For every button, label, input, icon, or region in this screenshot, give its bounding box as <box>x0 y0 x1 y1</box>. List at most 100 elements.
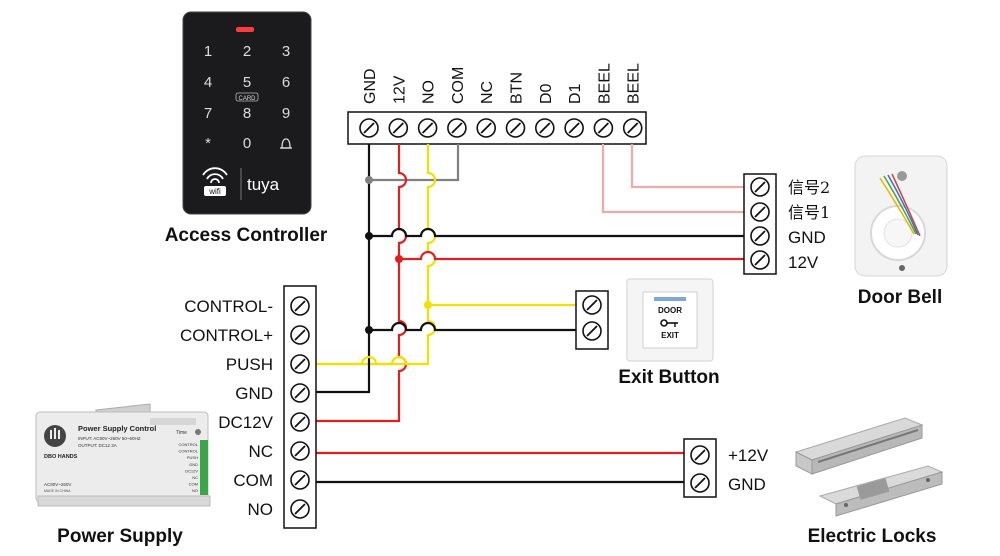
key-7[interactable]: 7 <box>204 105 212 122</box>
junction-12v-bell <box>395 255 403 263</box>
top-terminal-label-d1: D1 <box>567 83 584 104</box>
psu-side-label: NC <box>192 475 198 480</box>
wire-bell-12v-red <box>399 250 760 261</box>
doorbell-screw-4 <box>750 250 770 270</box>
wire-exit-gnd-black <box>369 321 591 332</box>
wire-gnd-black <box>294 144 371 394</box>
doorbell-term-signal1: 信号1 <box>788 203 830 222</box>
brand-logo: tuya <box>247 175 280 194</box>
junction-gnd-bell <box>365 232 373 240</box>
psu-made: MADE IN CHINA <box>44 489 71 493</box>
wire-beel1-pink <box>601 144 760 214</box>
left-terminal-screw-5 <box>290 412 310 432</box>
top-terminal-label-btn: BTN <box>509 72 526 104</box>
psu-side-label: CONTROL <box>178 442 198 447</box>
key-2[interactable]: 2 <box>243 43 251 60</box>
wires <box>294 144 760 484</box>
doorbell-term-signal2: 信号2 <box>788 178 830 197</box>
left-terminal-label-push: PUSH <box>226 355 273 374</box>
top-terminal-screw-1 <box>359 118 379 138</box>
psu-output: OUTPUT: DC12 3A <box>78 443 117 448</box>
wifi-icon <box>202 167 228 196</box>
locks-caption: Electric Locks <box>808 526 937 547</box>
lock-term-12v: +12V <box>728 446 769 465</box>
key-8[interactable]: 8 <box>243 105 251 122</box>
wire-beel2-pink <box>630 144 760 189</box>
bell-icon[interactable] <box>280 138 292 149</box>
exit-button-device[interactable]: DOOR EXIT <box>626 278 714 362</box>
magnetic-lock <box>794 417 924 475</box>
left-terminal-label-control-: CONTROL+ <box>180 326 273 345</box>
psu-side-label: NO <box>192 488 198 493</box>
junction-gnd-exit <box>365 326 373 334</box>
key-6[interactable]: 6 <box>282 74 290 91</box>
left-terminal-screw-1 <box>290 296 310 316</box>
top-terminal-screw-5 <box>476 118 497 138</box>
exit-screw-1 <box>582 295 602 315</box>
doorbell-term-gnd: GND <box>788 228 826 247</box>
controller-body <box>182 11 312 215</box>
lock-screw-1 <box>690 445 710 465</box>
lock-term-gnd: GND <box>728 475 766 494</box>
key-star[interactable]: * <box>205 135 211 152</box>
left-terminal-screw-8 <box>290 499 310 519</box>
top-terminal-label-12v: 12V <box>391 75 408 104</box>
psu-title: Power Supply Control <box>78 424 156 433</box>
left-terminal-label-control-: CONTROL- <box>184 297 273 316</box>
card-label: CARD <box>238 96 256 102</box>
top-terminal-screw-8 <box>564 118 584 138</box>
hand-logo-icon <box>44 425 66 447</box>
card-area <box>235 92 259 102</box>
controller-caption: Access Controller <box>165 225 328 246</box>
top-terminal-screw-3 <box>417 118 438 138</box>
power-supply: DBO HANDS Power Supply Control INPUT: AC… <box>35 403 211 547</box>
key-1[interactable]: 1 <box>204 43 212 60</box>
access-controller: 1 2 3 4 5 6 CARD 7 8 9 * 0 wifi tuya Acc… <box>165 11 328 246</box>
key-icon <box>660 319 678 327</box>
key-5[interactable]: 5 <box>243 74 251 91</box>
left-terminal-screw-2 <box>290 325 310 345</box>
psu-voltage: AC90V~260V <box>44 482 71 487</box>
left-terminal-label-gnd: GND <box>235 384 273 403</box>
left-terminal-label-nc: NC <box>248 442 273 461</box>
top-terminal-label-nc: NC <box>479 81 496 104</box>
doorbell-screw-1 <box>750 177 770 197</box>
power-supply-caption: Power Supply <box>57 526 183 547</box>
doorbell-screw-3 <box>750 226 770 246</box>
psu-side-label: GND <box>189 462 198 467</box>
top-terminal-screw-10 <box>622 118 643 138</box>
psu-side-label: DC12V <box>185 468 198 473</box>
key-9[interactable]: 9 <box>282 105 290 122</box>
psu-side-label: CONTROL <box>178 449 198 454</box>
key-0[interactable]: 0 <box>243 135 251 152</box>
doorbell: 信号2 信号1 GND 12V Door Bell <box>743 155 948 308</box>
psu-side-label: COM <box>189 482 198 487</box>
key-3[interactable]: 3 <box>282 43 290 60</box>
exit-button-caption: Exit Button <box>618 367 719 388</box>
psu-side-label: PUSH <box>187 455 198 460</box>
key-4[interactable]: 4 <box>204 74 212 91</box>
psu-terminal-strip <box>200 440 208 495</box>
doorbell-term-12v: 12V <box>788 253 819 272</box>
top-terminal-label-gnd: GND <box>362 68 379 104</box>
junction-no-exit <box>424 301 432 309</box>
top-terminal-label-beel: BEEL <box>626 63 643 104</box>
psu-brand: DBO HANDS <box>44 454 78 460</box>
left-terminal-frame <box>283 285 317 529</box>
wire-com-gray <box>369 144 460 182</box>
top-terminal-label-no: NO <box>421 80 438 104</box>
wire-push-yellow <box>294 355 421 366</box>
top-terminal-label-beel: BEEL <box>596 63 613 104</box>
left-terminal-screw-6 <box>290 441 310 461</box>
junction-gray <box>365 176 373 184</box>
exit-label-exit: EXIT <box>661 331 679 340</box>
top-terminal-screw-7 <box>534 118 555 138</box>
lock-screw-2 <box>690 473 710 493</box>
top-terminal-screw-9 <box>593 118 614 138</box>
left-terminal-screw-7 <box>290 470 310 490</box>
top-terminal-label-com: COM <box>450 67 467 104</box>
wire-bell-gnd-black <box>369 227 760 238</box>
